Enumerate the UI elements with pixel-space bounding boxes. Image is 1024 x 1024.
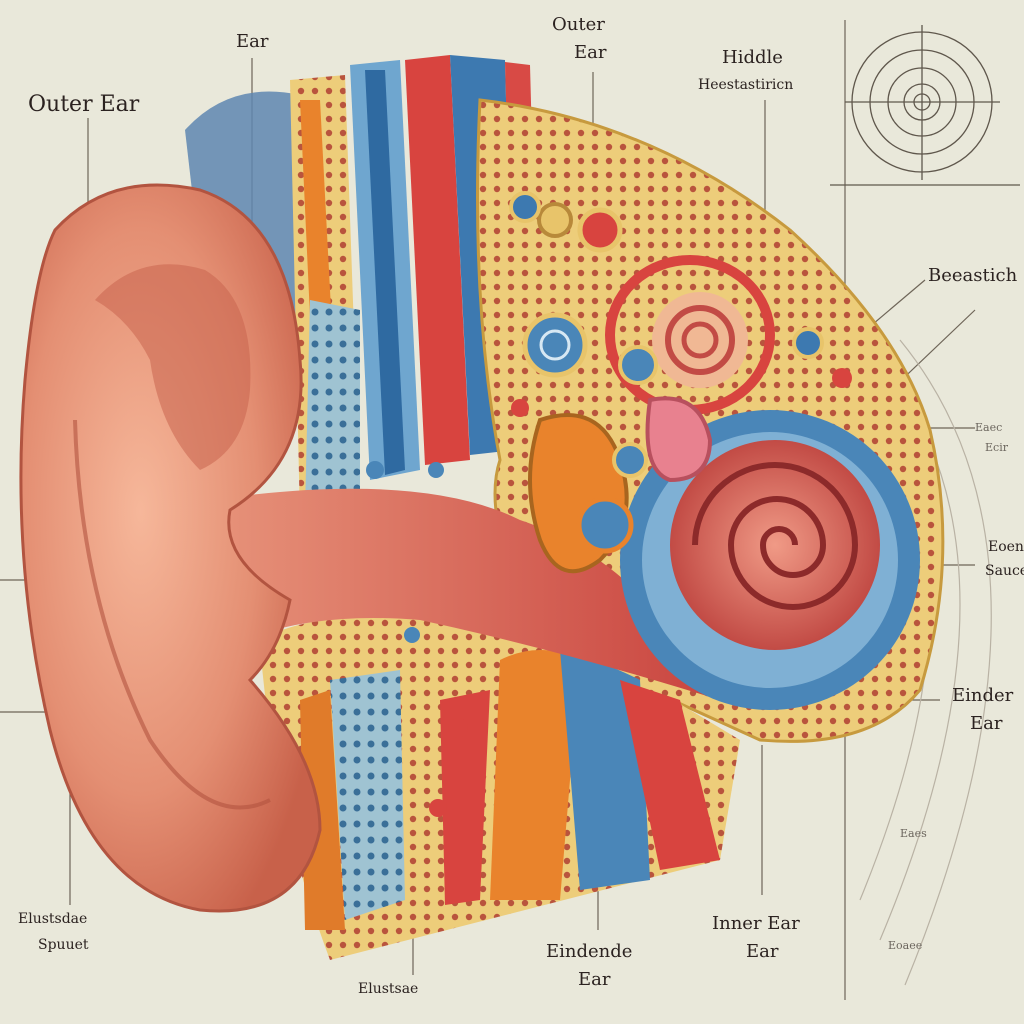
label-right-bottom-faint2: Eoaee — [888, 939, 923, 952]
label-right-lower-line2: Ear — [970, 713, 1003, 734]
label-bottom-left-line2: Spuuet — [38, 937, 89, 953]
label-middle-line1: Hiddle — [722, 47, 783, 68]
label-outer-top-line1: Outer — [552, 14, 605, 35]
label-ear-top: Ear — [236, 31, 269, 52]
label-right-upper: Beeastich — [928, 265, 1018, 286]
ear-canal — [210, 488, 720, 700]
lower-fiber-bundles — [260, 613, 740, 960]
ossicles — [509, 191, 713, 574]
label-right-lower-line1: Einder — [952, 685, 1014, 706]
target-rings — [830, 25, 1020, 186]
label-outer-ear-left: Outer Ear — [28, 92, 140, 117]
label-bottom-center: Elustsae — [358, 981, 419, 997]
label-outer-top-line2: Ear — [574, 42, 607, 63]
label-middle-line2: Heestastiricn — [698, 77, 794, 93]
label-right-bottom-faint: Eaes — [900, 827, 927, 840]
label-bottom-mid-line2: Ear — [578, 969, 611, 990]
label-bottom-mid-line1: Eindende — [546, 941, 633, 962]
label-inner-ear-line1: Inner Ear — [712, 913, 800, 934]
label-inner-ear-line2: Ear — [746, 941, 779, 962]
nodules — [366, 327, 852, 817]
cochlea — [620, 410, 920, 710]
label-bottom-left-line1: Elustsdae — [18, 911, 88, 927]
label-right-mid-line1: Eoen — [988, 539, 1024, 555]
label-right-faint1: Eaec — [975, 421, 1003, 434]
label-right-faint2: Ecir — [985, 441, 1008, 454]
label-right-mid-line2: Sauce — [985, 563, 1024, 579]
pinna — [19, 183, 322, 913]
